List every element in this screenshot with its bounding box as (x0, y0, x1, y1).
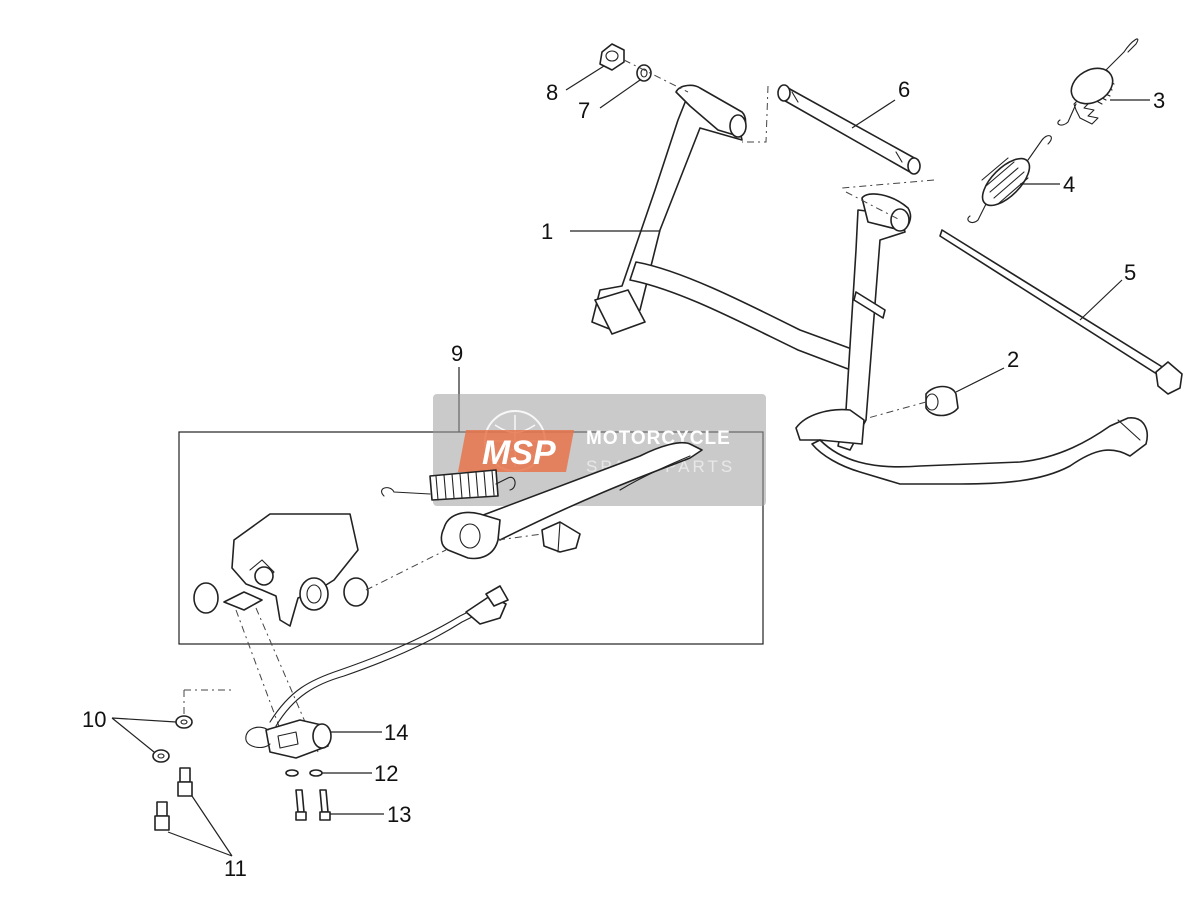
callout-6: 6 (898, 77, 910, 102)
callout-2: 2 (1007, 347, 1019, 372)
spring-upper-part[interactable] (1057, 38, 1139, 126)
callout-7: 7 (578, 98, 590, 123)
side-stand-sensor-part[interactable] (245, 585, 509, 759)
callout-14: 14 (384, 720, 408, 745)
small-screw-part[interactable] (295, 789, 331, 821)
callout-9: 9 (451, 341, 463, 366)
nut-part[interactable] (599, 43, 625, 71)
callout-8: 8 (546, 80, 558, 105)
watermark-logo-badge (458, 430, 574, 472)
long-bolt-part[interactable] (939, 229, 1183, 395)
side-stand-leg-part[interactable] (440, 441, 703, 560)
watermark-logo: MSP (482, 434, 556, 472)
small-washer-part[interactable] (285, 769, 323, 777)
side-stand-bracket-part[interactable] (223, 513, 359, 627)
callout-4: 4 (1063, 172, 1075, 197)
callout-12: 12 (374, 761, 398, 786)
callout-10: 10 (82, 707, 106, 732)
callout-1: 1 (541, 219, 553, 244)
bolt-11-part[interactable] (154, 767, 193, 831)
callout-3: 3 (1153, 88, 1165, 113)
side-stand-spring-part[interactable] (381, 469, 516, 501)
spring-lower-part[interactable] (967, 135, 1052, 224)
watermark-line1: MOTORCYCLE (586, 428, 731, 449)
callout-5: 5 (1124, 260, 1136, 285)
o-ring-left-part[interactable] (193, 582, 219, 614)
callout-13: 13 (387, 802, 411, 827)
o-ring-right-part[interactable] (343, 577, 369, 607)
rubber-buffer-part[interactable] (925, 385, 959, 417)
washer-10-part[interactable] (152, 715, 193, 763)
side-stand-bolt-part[interactable] (541, 521, 581, 553)
pivot-pin-part[interactable] (777, 84, 921, 175)
callout-11: 11 (224, 856, 247, 881)
center-stand-part[interactable] (591, 84, 1148, 485)
